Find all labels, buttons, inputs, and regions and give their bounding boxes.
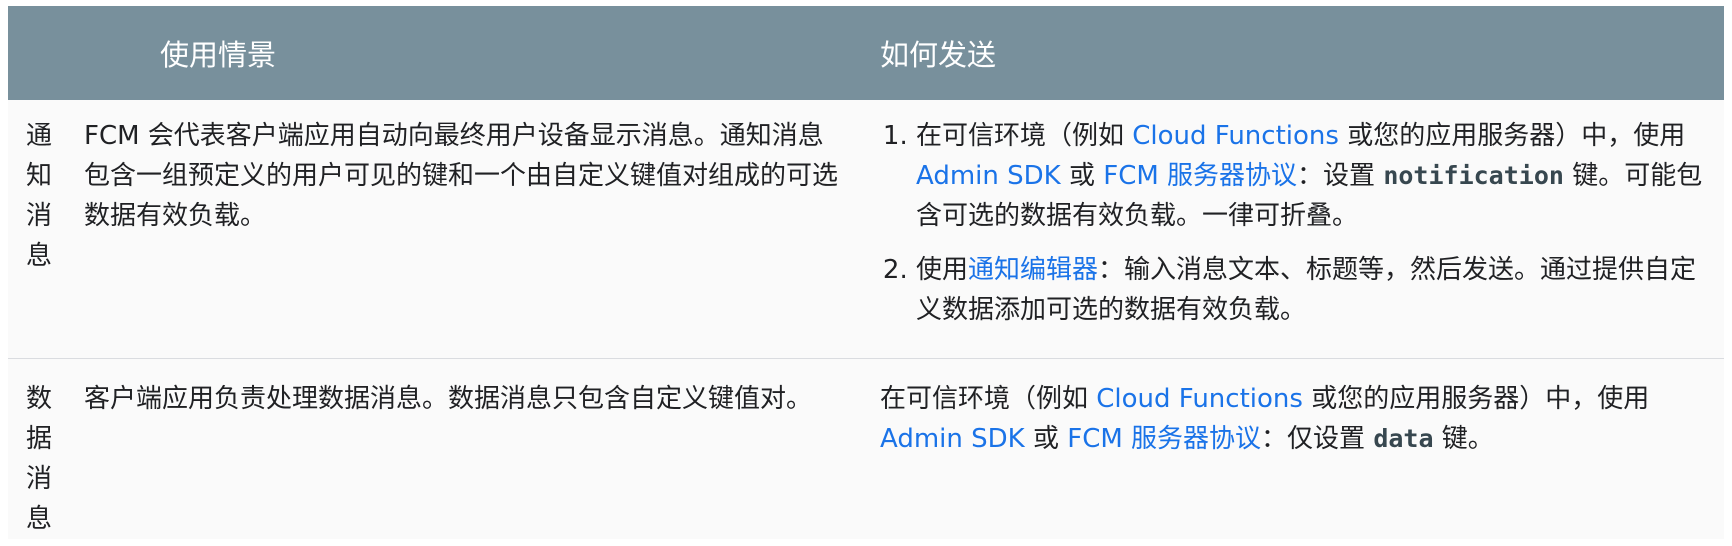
text: 在可信环境（例如 [916,121,1133,151]
type-label: 数据消息 [26,384,53,534]
text: 键。可能包含可选的数据有效负载。一律可折叠。 [916,161,1703,231]
notifications-composer-link[interactable]: 通知编辑器 [968,255,1099,285]
usage-cell: 客户端应用负责处理数据消息。数据消息只包含自定义键值对。 [84,358,880,539]
message-types-table: 使用情景 如何发送 通知消息 FCM 会代表客户端应用自动向最终用户设备显示消息… [8,6,1724,539]
cloud-functions-link[interactable]: Cloud Functions [1096,384,1303,414]
text: ：仅设置 [1261,424,1374,454]
send-steps-list: 在可信环境（例如 Cloud Functions 或您的应用服务器）中，使用 A… [880,116,1704,330]
list-item: 使用通知编辑器：输入消息文本、标题等，然后发送。通过提供自定义数据添加可选的数据… [916,250,1704,330]
type-label: 通知消息 [26,121,53,271]
cloud-functions-link[interactable]: Cloud Functions [1132,121,1339,151]
type-cell: 数据消息 [8,358,84,539]
type-cell: 通知消息 [8,100,84,359]
admin-sdk-link[interactable]: Admin SDK [880,424,1025,454]
text: 或 [1024,424,1068,454]
data-key-code: data [1373,424,1434,453]
fcm-server-protocol-link[interactable]: FCM 服务器协议 [1103,161,1298,191]
usage-cell: FCM 会代表客户端应用自动向最终用户设备显示消息。通知消息包含一组预定义的用户… [84,100,880,359]
list-item: 在可信环境（例如 Cloud Functions 或您的应用服务器）中，使用 A… [916,116,1704,236]
send-cell: 在可信环境（例如 Cloud Functions 或您的应用服务器）中，使用 A… [880,358,1724,539]
table-row: 通知消息 FCM 会代表客户端应用自动向最终用户设备显示消息。通知消息包含一组预… [8,100,1724,359]
table-header-row: 使用情景 如何发送 [8,6,1724,100]
text: 使用 [916,255,969,285]
text: 在可信环境（例如 [880,384,1097,414]
header-usage: 使用情景 [84,6,880,100]
send-cell: 在可信环境（例如 Cloud Functions 或您的应用服务器）中，使用 A… [880,100,1724,359]
text: ：设置 [1297,161,1384,191]
text: 或 [1060,161,1104,191]
table-row: 数据消息 客户端应用负责处理数据消息。数据消息只包含自定义键值对。 在可信环境（… [8,358,1724,539]
text: 或您的应用服务器）中，使用 [1302,384,1650,414]
text: ：输入消息文本、标题等，然后发送。通过提供自定义数据添加可选的数据有效负载。 [916,255,1697,325]
fcm-server-protocol-link[interactable]: FCM 服务器协议 [1067,424,1262,454]
text: 或您的应用服务器）中，使用 [1338,121,1686,151]
header-how-to-send: 如何发送 [880,6,1724,100]
text: 键。 [1433,424,1494,454]
admin-sdk-link[interactable]: Admin SDK [916,161,1061,191]
header-type [8,6,84,100]
notification-key-code: notification [1383,161,1564,190]
